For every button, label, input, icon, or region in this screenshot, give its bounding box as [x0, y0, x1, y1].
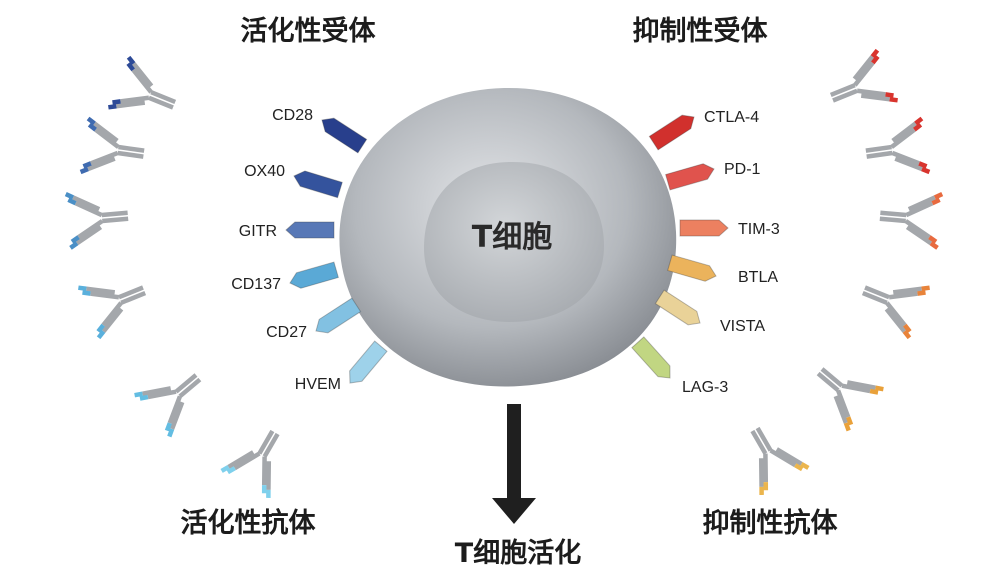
heading-inhibitory-antibodies: 抑制性抗体 — [703, 507, 839, 539]
inhibitory-antibody-icon-3-tip-left — [931, 192, 944, 206]
receptor-label-btla: BTLA — [738, 269, 778, 286]
activating-antibody-icon-1-tip-left — [108, 99, 121, 110]
activating-antibody-icon-4-tip-left — [96, 323, 106, 340]
inhibitory-antibody-icon-4-tip-left — [917, 285, 930, 296]
receptor-arrow-btla — [667, 254, 717, 282]
heading-inhibitory-receptors: 抑制性受体 — [633, 15, 769, 47]
receptor-label-pd-1: PD-1 — [724, 161, 761, 178]
inhibitory-antibody-icon-1 — [829, 48, 898, 103]
receptor-arrow-ox40 — [293, 170, 343, 199]
t-cell: T细胞 — [339, 87, 677, 387]
heading-activating-receptors: 活化性受体 — [241, 15, 377, 47]
heading-activating-antibodies: 活化性抗体 — [181, 507, 317, 539]
receptor-vista: VISTA — [654, 289, 765, 335]
activating-antibody-icon-6-tip-left — [261, 485, 271, 498]
inhibitory-antibody-icon-1-tip-right — [885, 92, 898, 103]
receptor-label-cd28: CD28 — [272, 107, 313, 124]
activating-antibody-group — [64, 55, 280, 498]
activating-antibody-icon-1-tip-right — [126, 55, 136, 72]
activating-antibody-icon-1 — [108, 55, 177, 110]
receptor-pd-1: PD-1 — [665, 161, 761, 191]
receptor-shape-hvem — [349, 340, 388, 384]
activating-antibody-icon-2-tip-right — [86, 116, 97, 132]
receptor-label-lag-3: LAG-3 — [682, 379, 728, 396]
receptor-gitr: GITR — [239, 221, 335, 240]
receptor-shape-ctla-4 — [648, 114, 695, 151]
activating-antibody-icon-3-tip-left — [69, 235, 80, 250]
receptor-shape-cd28 — [321, 117, 368, 154]
inhibitory-antibody-icon-4 — [861, 285, 930, 340]
receptor-shape-cd27 — [315, 297, 362, 334]
receptor-arrow-hvem — [349, 340, 388, 384]
inhibitory-antibody-icon-5 — [816, 367, 884, 432]
receptor-shape-pd-1 — [665, 163, 715, 191]
inhibitory-antibody-icon-6-tip-right — [759, 482, 769, 495]
receptor-ox40: OX40 — [244, 163, 343, 199]
receptor-arrow-vista — [654, 289, 701, 326]
inhibitory-antibody-icon-3 — [879, 192, 944, 250]
cell-label: T细胞 — [472, 220, 552, 255]
heading-t-cell-activation: T细胞活化 — [455, 537, 581, 569]
receptor-cd137: CD137 — [231, 261, 339, 293]
receptor-cd27: CD27 — [266, 297, 362, 341]
receptor-label-vista: VISTA — [720, 318, 765, 335]
receptor-tim-3: TIM-3 — [679, 219, 780, 238]
receptor-hvem: HVEM — [295, 340, 388, 393]
receptor-label-ctla-4: CTLA-4 — [704, 109, 759, 126]
activating-antibody-icon-5-tip-left — [164, 422, 175, 438]
activating-antibody-icon-6-tip-right — [220, 464, 236, 475]
inhibitory-antibody-icon-5-tip-right — [843, 416, 854, 432]
receptor-label-cd27: CD27 — [266, 324, 307, 341]
receptor-label-hvem: HVEM — [295, 376, 341, 393]
receptor-label-gitr: GITR — [239, 223, 277, 240]
receptor-shape-cd137 — [289, 261, 339, 289]
inhibitory-antibody-group — [750, 48, 944, 495]
inhibitory-antibody-icon-4-tip-right — [902, 323, 912, 340]
down-arrow-icon — [492, 404, 536, 524]
receptor-arrow-cd27 — [315, 297, 362, 334]
receptor-ctla-4: CTLA-4 — [648, 109, 759, 151]
receptor-btla: BTLA — [667, 254, 778, 286]
activating-antibody-icon-5-tip-right — [134, 391, 149, 401]
receptor-label-ox40: OX40 — [244, 163, 285, 180]
receptor-shape-gitr — [285, 221, 335, 239]
inhibitory-antibody-icon-2 — [865, 116, 931, 175]
receptor-lag-3: LAG-3 — [631, 336, 728, 396]
activating-antibody-icon-3 — [64, 192, 129, 250]
activating-antibody-icon-4-tip-right — [78, 285, 91, 296]
inhibitory-antibody-icon-2-tip-right — [918, 161, 931, 175]
receptor-arrow-lag-3 — [631, 336, 671, 379]
activating-antibody-icon-5 — [134, 373, 202, 438]
activating-antibody-icon-4 — [78, 285, 147, 340]
receptor-shape-vista — [654, 289, 701, 326]
activating-antibody-icon-2-tip-left — [79, 161, 92, 175]
inhibitory-antibody-icon-2-tip-left — [913, 116, 924, 132]
receptor-label-cd137: CD137 — [231, 276, 281, 293]
activating-antibody-icon-2 — [79, 116, 145, 175]
receptor-arrow-cd137 — [289, 261, 339, 289]
receptor-arrow-tim-3 — [679, 219, 729, 237]
receptor-shape-lag-3 — [631, 336, 671, 379]
receptor-arrow-gitr — [285, 221, 335, 239]
inhibitory-antibody-icon-1-tip-left — [870, 48, 880, 65]
inhibitory-antibody-icon-3-tip-right — [928, 235, 939, 250]
inhibitory-antibody-icon-6 — [750, 426, 810, 495]
receptor-shape-btla — [667, 254, 717, 282]
cell-nucleus — [424, 162, 604, 322]
receptor-arrow-cd28 — [321, 117, 368, 154]
receptor-cd28: CD28 — [272, 107, 368, 154]
inhibitory-antibody-icon-6-tip-left — [794, 461, 810, 472]
receptor-label-tim-3: TIM-3 — [738, 221, 780, 238]
activating-antibody-icon-3-tip-right — [64, 192, 77, 206]
activating-antibody-icon-6 — [220, 429, 280, 498]
receptor-shape-tim-3 — [679, 219, 729, 237]
receptor-shape-ox40 — [293, 170, 343, 199]
inhibitory-antibody-icon-5-tip-left — [869, 385, 884, 395]
receptor-arrow-ctla-4 — [648, 114, 695, 151]
receptor-arrow-pd-1 — [665, 163, 715, 191]
